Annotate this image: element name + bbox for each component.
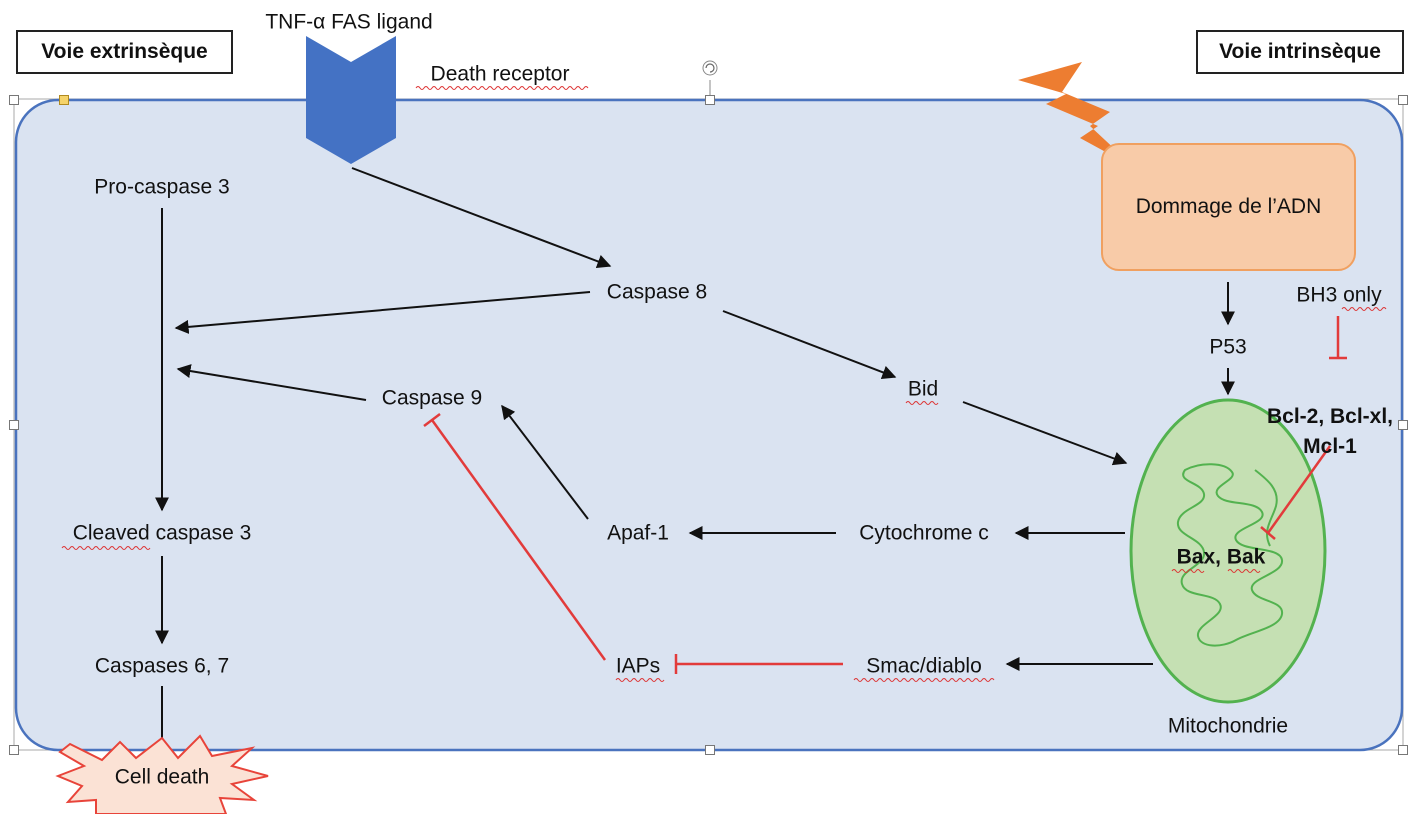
resize-handle-top[interactable] [705, 95, 715, 105]
arrow-apaf1-caspase9 [501, 404, 589, 520]
death-receptor-label: Death receptor [430, 62, 570, 86]
bcl-family-label: Bcl-2, Bcl-xl, Mcl-1 [1267, 402, 1393, 463]
arrow-bid-mitochondria [962, 401, 1128, 466]
cell-death-label: Cell death [114, 765, 210, 789]
apaf1-label: Apaf-1 [607, 521, 669, 545]
resize-handle-bottom-right[interactable] [1398, 745, 1408, 755]
spellcheck-squiggles [61, 86, 1387, 682]
lightning-bolt-icon [1018, 62, 1135, 168]
bcl-line1: Bcl-2, Bcl-xl, [1266, 405, 1394, 428]
resize-handle-left[interactable] [9, 420, 19, 430]
inhibition-lines [423, 316, 1347, 674]
bh3-only-label: BH3 only [1296, 283, 1382, 307]
resize-handle-top-right[interactable] [1398, 95, 1408, 105]
resize-handle-bottom[interactable] [705, 745, 715, 755]
resize-handle-bottom-left[interactable] [9, 745, 19, 755]
extrinsic-pathway-header: Voie extrinsèque [16, 30, 233, 74]
bax-bak-label: Bax, Bak [1176, 545, 1266, 569]
pro-caspase3-label: Pro-caspase 3 [94, 175, 230, 199]
caspases67-label: Caspases 6, 7 [94, 654, 230, 678]
arrow-caspase8-procaspase3 [174, 291, 591, 334]
arrow-caspase9-procaspase3 [176, 364, 367, 401]
bcl-line2: Mcl-1 [1303, 435, 1357, 459]
cytochrome-c-label: Cytochrome c [859, 521, 989, 545]
caspase8-label: Caspase 8 [606, 280, 708, 304]
arrow-receptor-caspase8 [351, 167, 612, 269]
mitochondria-cristae [1176, 463, 1283, 647]
cleaved-caspase3-label: Cleaved caspase 3 [72, 521, 252, 545]
iaps-label: IAPs [615, 654, 661, 678]
bid-label: Bid [907, 377, 939, 401]
caspase9-label: Caspase 9 [381, 386, 483, 410]
cell-death-burst [55, 734, 269, 814]
smac-diablo-label: Smac/diablo [866, 654, 982, 678]
intrinsic-pathway-header: Voie intrinsèque [1196, 30, 1404, 74]
death-receptor-icon [306, 36, 396, 164]
p53-label: P53 [1209, 335, 1247, 359]
adjust-handle[interactable] [59, 95, 69, 105]
resize-handle-top-left[interactable] [9, 95, 19, 105]
rotate-icon[interactable] [702, 60, 718, 76]
inhibit-iaps-caspase9 [430, 419, 607, 661]
dna-damage-label: Dommage de l’ADN [1135, 195, 1322, 218]
dna-damage-box: Dommage de l’ADN [1101, 143, 1356, 271]
arrow-caspase8-bid [722, 310, 897, 380]
activation-arrows [155, 167, 1235, 760]
inhibit-bcl-baxbak [1266, 445, 1332, 534]
mitochondria-shape [1129, 398, 1327, 704]
ligand-label: TNF-α FAS ligand [265, 10, 433, 34]
mitochondria-label: Mitochondrie [1167, 714, 1289, 738]
resize-handle-right[interactable] [1398, 420, 1408, 430]
